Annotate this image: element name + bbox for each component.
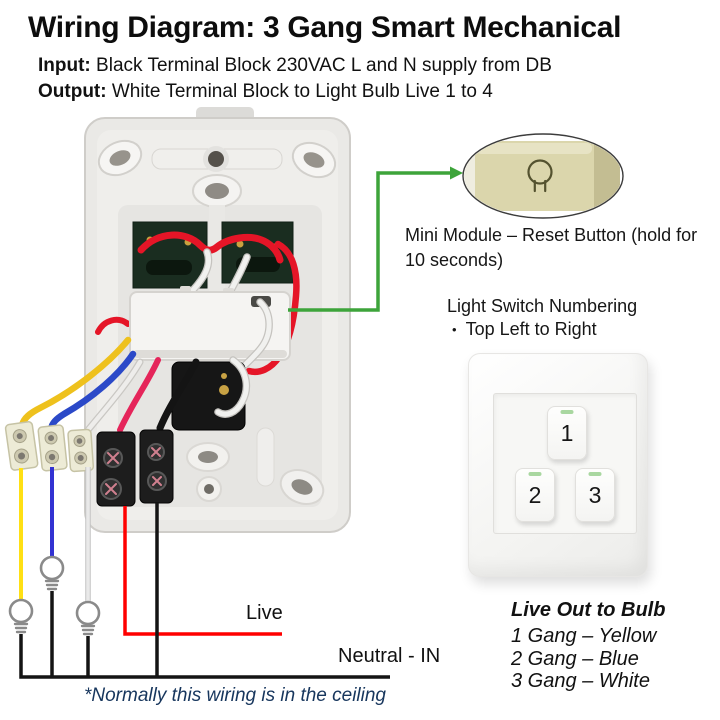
mount-hole-right — [291, 141, 337, 179]
switch-plate-photo: 1 2 3 — [468, 353, 648, 577]
button-2-number: 2 — [528, 481, 542, 508]
button-1-number: 1 — [560, 419, 574, 446]
legend-item-1: 1 Gang – Yellow — [511, 625, 657, 647]
switch-numbering-heading: Light Switch Numbering — [447, 296, 638, 316]
relay-block — [171, 361, 246, 431]
live-label: Live — [246, 602, 283, 624]
page-title: Wiring Diagram: 3 Gang Smart Mechanical — [28, 11, 622, 44]
wiring-photo — [4, 107, 351, 533]
pcb-right — [221, 221, 294, 284]
white-terminal-block — [4, 421, 95, 473]
legend-item-3: 3 Gang – White — [511, 670, 650, 692]
mini-module-box — [129, 286, 291, 361]
neutral-in-label: Neutral - IN — [338, 645, 441, 667]
callout-arrow — [288, 166, 463, 312]
led-indicator-3 — [588, 472, 602, 476]
switch-numbering-bullet: • Top Left to Right — [452, 319, 597, 340]
live-wire — [123, 506, 282, 636]
button-3-number: 3 — [588, 481, 602, 508]
mini-module-note: Mini Module – Reset Button (hold for 10 … — [405, 225, 698, 270]
led-indicator-1 — [560, 410, 574, 414]
schematic-wires — [8, 467, 390, 679]
bullet-dot: • — [452, 322, 457, 337]
input-text: Black Terminal Block 230VAC L and N supp… — [96, 55, 552, 76]
bulb-2-icon — [39, 555, 65, 591]
output-label: Output: — [38, 81, 107, 102]
switch-button-2: 2 — [515, 468, 555, 522]
black-terminal-block — [96, 429, 174, 507]
reset-button-icon — [527, 159, 553, 193]
led-indicator-2 — [528, 472, 542, 476]
legend-item-2: 2 Gang – Blue — [511, 647, 639, 670]
bullet-text: Top Left to Right — [465, 319, 597, 339]
output-text: White Terminal Block to Light Bulb Live … — [111, 81, 493, 102]
bulb-1-icon — [8, 598, 34, 634]
input-line: Input: Black Terminal Block 230VAC L and… — [38, 55, 552, 77]
mount-hole-left — [97, 139, 143, 177]
output-line: Output: White Terminal Block to Light Bu… — [38, 81, 493, 103]
ceiling-footnote: *Normally this wiring is in the ceiling — [84, 685, 386, 706]
bulb-3-icon — [75, 600, 101, 636]
gang-color-legend: Live Out to Bulb 1 Gang – Yellow 2 Gang … — [511, 599, 665, 693]
arrow-head-icon — [450, 166, 463, 180]
switch-button-3: 3 — [575, 468, 615, 522]
input-label: Input: — [38, 55, 91, 76]
neutral-wire — [19, 634, 390, 679]
legend-heading: Live Out to Bulb — [511, 599, 666, 621]
reset-button-callout — [462, 133, 624, 219]
switch-button-1: 1 — [547, 406, 587, 460]
